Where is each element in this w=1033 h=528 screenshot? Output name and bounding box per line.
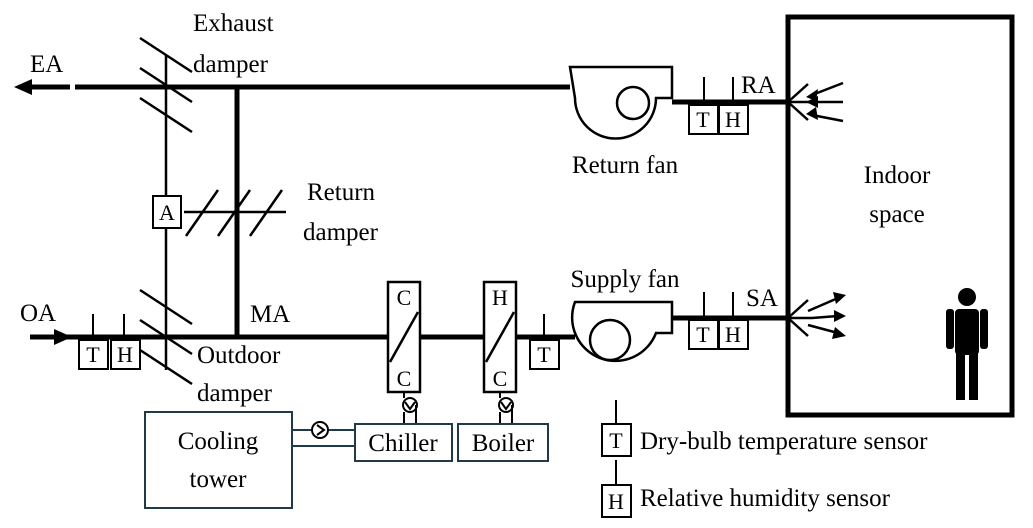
sa-label: SA xyxy=(746,285,778,312)
person-icon xyxy=(946,288,988,400)
cooling-tower: Cooling tower xyxy=(144,411,293,509)
return-fan-label: Return fan xyxy=(572,152,679,179)
sensor-labels: T H T T H T H xyxy=(86,107,741,367)
indoor-label-1: Indoor xyxy=(864,162,931,189)
ea-label: EA xyxy=(30,51,63,78)
sa-humidity-sensor: H xyxy=(725,322,741,347)
ma-label: MA xyxy=(250,301,290,328)
svg-text:A: A xyxy=(159,200,175,225)
actuator: A xyxy=(152,195,182,229)
pump-icon xyxy=(498,392,514,424)
cooling-coil: C C xyxy=(386,280,422,394)
return-grille xyxy=(787,81,844,123)
pump-icon xyxy=(402,392,418,424)
exhaust-damper-label-1: Exhaust xyxy=(193,10,274,37)
return-damper-label-1: Return xyxy=(307,179,376,206)
legend-h-symbol: H xyxy=(608,489,624,514)
supply-grille xyxy=(787,292,846,339)
indoor-space: Indoor space xyxy=(785,14,1015,418)
outdoor-damper xyxy=(139,288,193,386)
legend-h-label: Relative humidity sensor xyxy=(640,485,891,512)
indoor-label-2: space xyxy=(869,201,925,228)
outdoor-damper-label-2: damper xyxy=(197,380,273,407)
exhaust-damper xyxy=(139,36,193,134)
return-fan xyxy=(568,65,674,140)
svg-text:Chiller: Chiller xyxy=(368,430,438,457)
ra-label: RA xyxy=(741,72,776,99)
svg-text:H: H xyxy=(492,285,508,310)
return-damper xyxy=(184,189,284,237)
sensors xyxy=(78,77,749,370)
sa-arrow-icon xyxy=(833,292,846,304)
oa-arrow-icon xyxy=(54,329,72,345)
svg-text:Cooling: Cooling xyxy=(178,428,259,455)
svg-text:C: C xyxy=(397,285,412,310)
oa-temp-sensor: T xyxy=(86,342,100,367)
svg-text:tower: tower xyxy=(190,466,248,493)
oa-label: OA xyxy=(20,300,56,327)
supply-fan-label: Supply fan xyxy=(570,266,680,293)
ra-temp-sensor: T xyxy=(696,107,710,132)
legend: T Dry-bulb temperature sensor H Relative… xyxy=(601,400,928,518)
outdoor-damper-label-1: Outdoor xyxy=(197,342,281,369)
condenser-pump-icon xyxy=(311,421,329,439)
supply-temp-sensor: T xyxy=(537,342,551,367)
svg-text:C: C xyxy=(397,366,412,391)
chiller: Chiller xyxy=(354,423,453,462)
heating-coil: H C xyxy=(482,280,518,394)
ra-humidity-sensor: H xyxy=(725,107,741,132)
boiler: Boiler xyxy=(457,423,549,462)
svg-text:Boiler: Boiler xyxy=(472,430,535,457)
oa-humidity-sensor: H xyxy=(117,342,133,367)
exhaust-damper-label-2: damper xyxy=(193,51,269,78)
ea-arrow-icon xyxy=(14,79,32,95)
sa-temp-sensor: T xyxy=(696,322,710,347)
supply-fan xyxy=(570,300,674,363)
svg-text:C: C xyxy=(493,366,508,391)
legend-t-symbol: T xyxy=(609,428,623,453)
legend-t-label: Dry-bulb temperature sensor xyxy=(640,428,928,455)
return-damper-label-2: damper xyxy=(303,219,379,246)
condenser-pipes xyxy=(292,421,355,447)
